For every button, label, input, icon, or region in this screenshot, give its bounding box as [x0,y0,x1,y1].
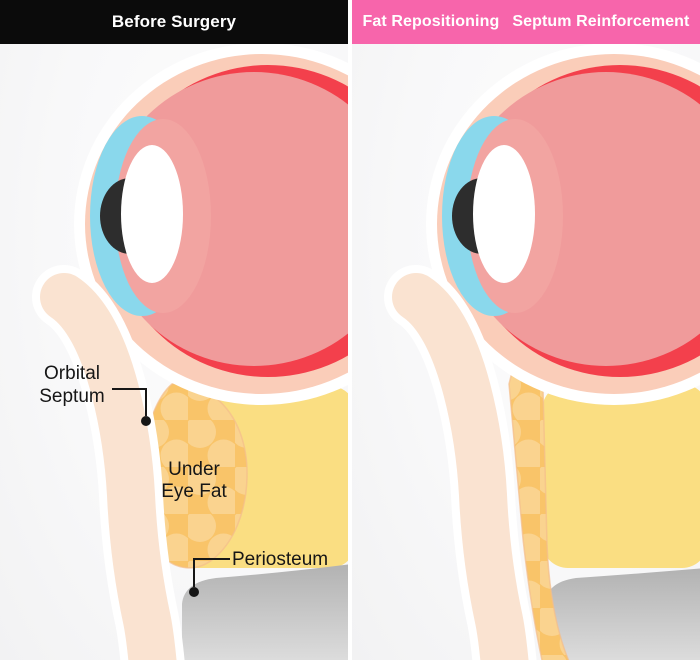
orbital-septum-label: Orbital Septum [30,362,114,408]
orbital-septum-connector [112,388,147,416]
panel-before-surgery: Before Surgery [0,0,348,660]
after-anatomy-canvas [352,44,700,660]
lens [121,145,183,283]
skin-band [40,273,177,660]
after-title-fat-repositioning: Fat Repositioning [362,13,500,30]
periosteum-dot [189,587,199,597]
under-eye-fat-label: Under Eye Fat [144,459,244,503]
under-eye-fat-label-line1: Under [168,459,220,480]
periosteum-label-text: Periosteum [232,549,329,570]
under-eye-fat-label-line2: Eye Fat [161,481,227,502]
skin-band [392,273,529,660]
panel-after-surgery: Fat Repositioning Septum Reinforcement [352,0,700,660]
periosteum-gray [544,568,700,660]
periosteum-label: Periosteum [232,548,328,571]
orbital-septum-label-line1: Orbital [44,363,100,384]
after-anatomy-illustration [384,44,700,660]
before-anatomy-canvas [0,44,348,660]
periosteum-gray [182,564,348,660]
orbital-septum-dot [141,416,151,426]
after-surgery-header: Fat Repositioning Septum Reinforcement [352,0,700,44]
lens [473,145,535,283]
after-title-septum-reinforcement: Septum Reinforcement [512,13,690,30]
before-surgery-title: Before Surgery [111,12,237,31]
orbital-septum-label-line2: Septum [39,386,105,407]
periosteum-connector [193,558,230,587]
deep-tissue-yellow [542,384,700,568]
before-anatomy-illustration [32,44,348,660]
before-surgery-header: Before Surgery [0,0,348,44]
